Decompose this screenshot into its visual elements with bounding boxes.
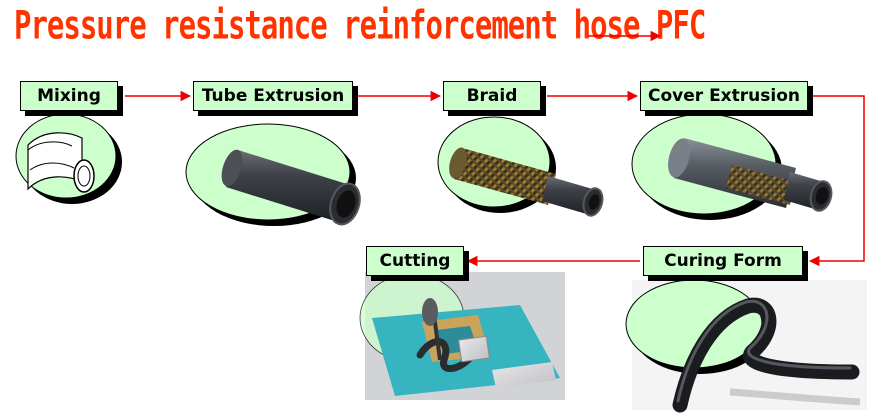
cover-extrusion-illustration bbox=[631, 113, 833, 220]
mixing-illustration bbox=[15, 113, 122, 204]
step-braid-box: Braid bbox=[443, 81, 541, 111]
diagram-title: Pressure resistance reinforcement hose P… bbox=[14, 2, 706, 48]
step-cutting-box: Cutting bbox=[366, 246, 464, 276]
step-cover-extrusion-box: Cover Extrusion bbox=[640, 81, 808, 111]
curing-form-illustration bbox=[625, 279, 867, 413]
tube-extrusion-illustration bbox=[185, 123, 361, 226]
step-curing-form-box: Curing Form bbox=[643, 246, 803, 276]
step-tube-extrusion-box: Tube Extrusion bbox=[193, 81, 353, 111]
braid-illustration bbox=[437, 116, 604, 217]
step-mixing-box: Mixing bbox=[20, 81, 118, 111]
arrow-cover-to-curing bbox=[808, 95, 865, 267]
cutting-illustration bbox=[359, 272, 565, 400]
